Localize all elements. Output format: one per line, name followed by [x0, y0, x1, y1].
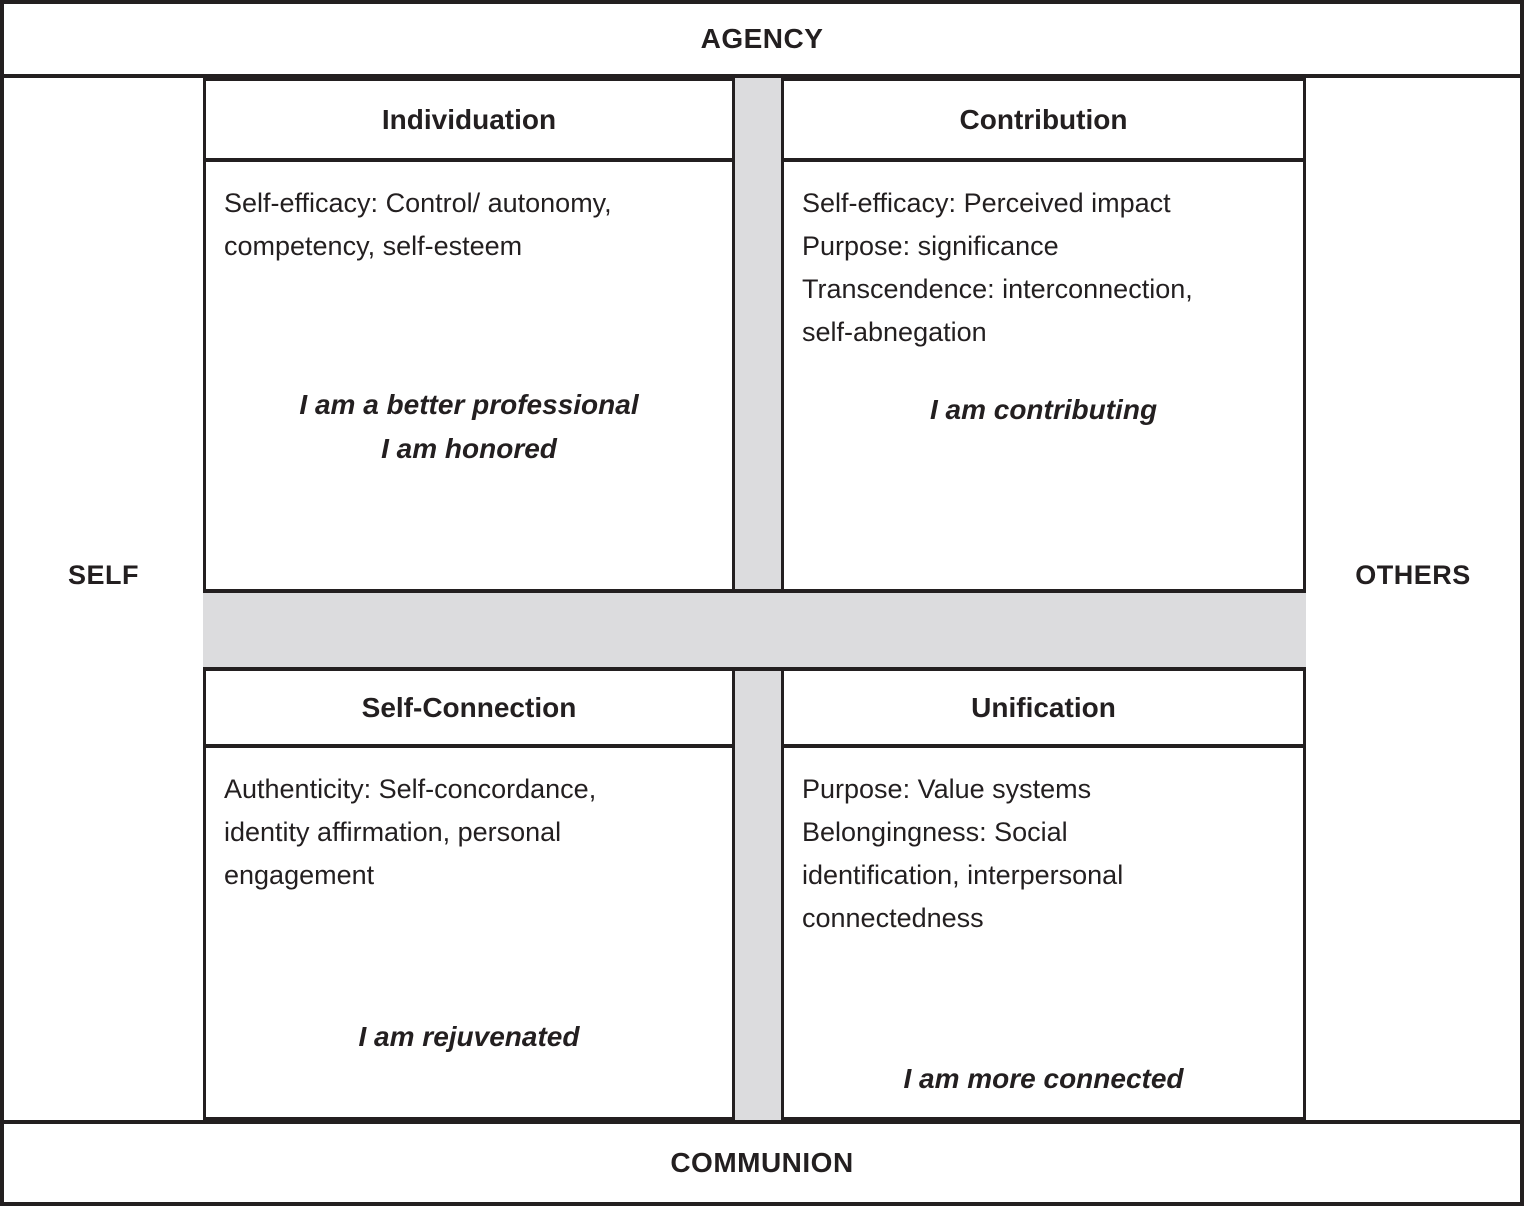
quadrant-area: Individuation Self-efficacy: Control/ au…	[203, 78, 1306, 1120]
body-line: Self-efficacy: Perceived impact	[802, 188, 1171, 218]
body-line: competency, self-esteem	[224, 231, 523, 261]
statement-line: I am a better professional	[299, 389, 639, 420]
body-line: engagement	[224, 860, 375, 890]
body-line: connectedness	[802, 903, 984, 933]
body-line: Belongingness: Social	[802, 817, 1068, 847]
axis-label-others: OTHERS	[1355, 559, 1471, 590]
quadrant-body: Self-efficacy: Perceived impact Purpose:…	[784, 162, 1303, 354]
body-line: identification, interpersonal	[802, 860, 1124, 890]
body-line: self-abnegation	[802, 317, 987, 347]
body-line: Authenticity: Self-concordance,	[224, 774, 597, 804]
quadrant-title: Individuation	[206, 81, 732, 162]
axis-label-self: SELF	[67, 559, 139, 590]
identity-statement: I am contributing	[784, 388, 1303, 432]
body-line: Transcendence: interconnection,	[802, 274, 1193, 304]
statement-line: I am rejuvenated	[358, 1021, 580, 1052]
quadrant-body: Authenticity: Self-concordance, identity…	[206, 748, 732, 897]
statement-line: I am more connected	[903, 1063, 1184, 1094]
body-line: Purpose: Value systems	[802, 774, 1092, 804]
quadrant-body: Self-efficacy: Control/ autonomy, compet…	[206, 162, 732, 268]
quadrant-title: Contribution	[784, 81, 1303, 162]
quadrant-unification: Unification Purpose: Value systems Belon…	[781, 668, 1306, 1120]
body-line: Self-efficacy: Control/ autonomy,	[224, 188, 612, 218]
quadrant-title: Self-Connection	[206, 671, 732, 748]
quadrant-title: Unification	[784, 671, 1303, 748]
quadrant-self-connection: Self-Connection Authenticity: Self-conco…	[203, 668, 735, 1120]
statement-line: I am honored	[381, 433, 557, 464]
quadrant-body: Purpose: Value systems Belongingness: So…	[784, 748, 1303, 940]
crosshair-horizontal-bar	[203, 589, 1306, 671]
axis-label-communion: COMMUNION	[4, 1120, 1520, 1202]
quadrant-individuation: Individuation Self-efficacy: Control/ au…	[203, 78, 735, 592]
axis-label-agency: AGENCY	[4, 4, 1520, 78]
statement-line: I am contributing	[929, 394, 1158, 425]
identity-statement: I am rejuvenated	[206, 1015, 732, 1059]
quadrant-contribution: Contribution Self-efficacy: Perceived im…	[781, 78, 1306, 592]
identity-statement: I am a better professional I am honored	[206, 383, 732, 471]
identity-statement: I am more connected	[784, 1057, 1303, 1101]
body-line: identity affirmation, personal	[224, 817, 562, 847]
body-line: Purpose: significance	[802, 231, 1059, 261]
